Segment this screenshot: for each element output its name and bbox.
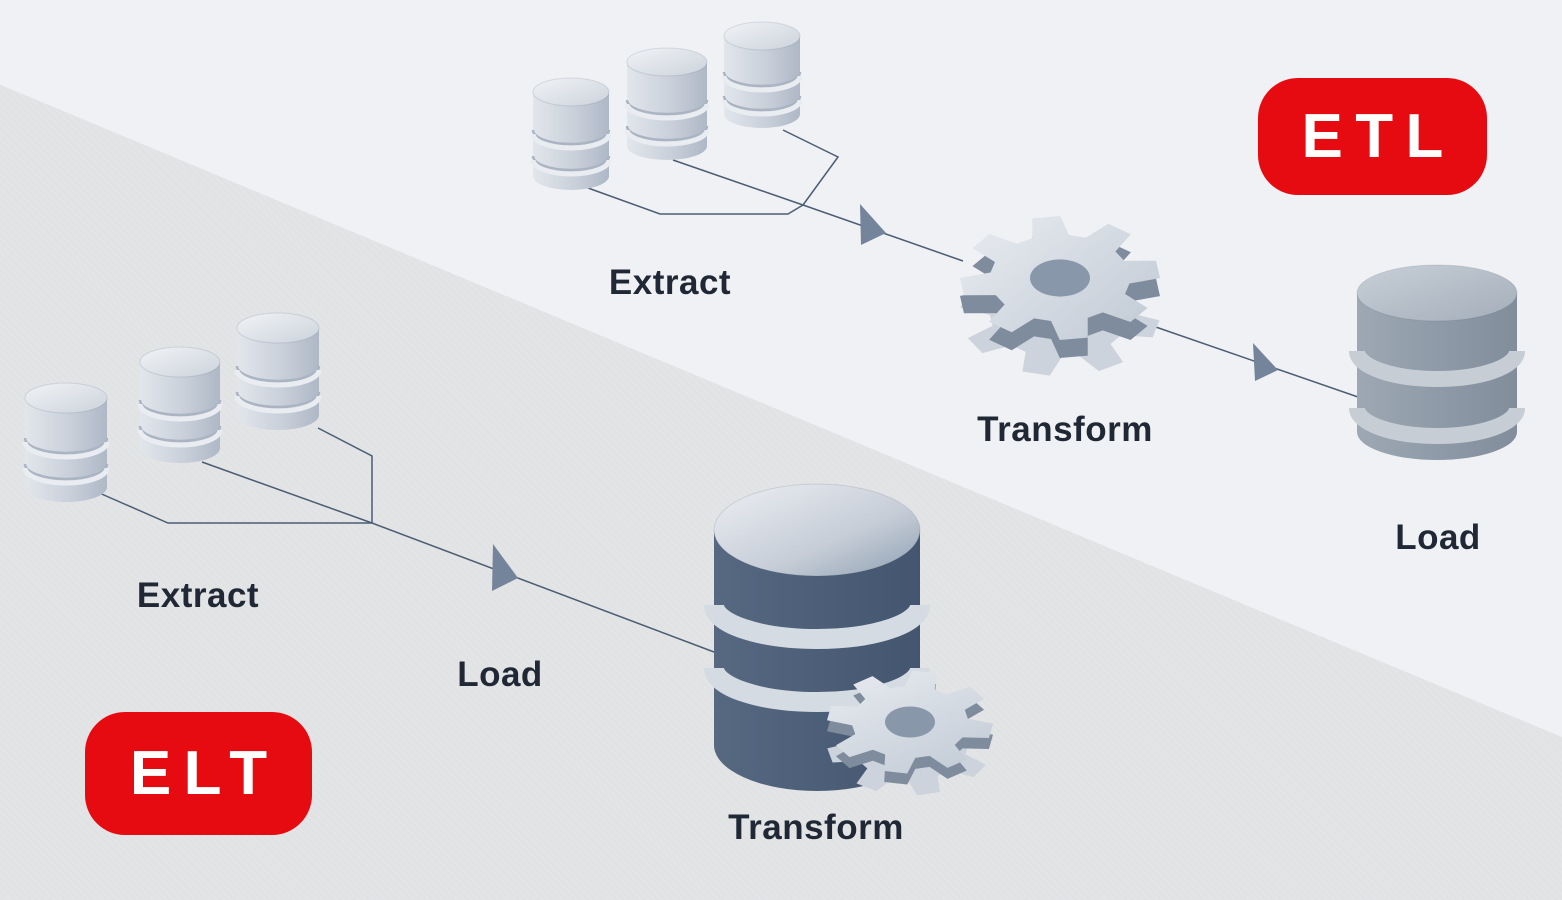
connector-line	[587, 187, 804, 215]
elt-badge: ELT	[85, 712, 312, 835]
etl-extract-label: Extract	[608, 263, 732, 302]
gear-icon	[827, 670, 993, 796]
etl-flow-lines	[587, 129, 1359, 398]
database-icon	[1349, 264, 1525, 460]
etl-transform-label: Transform	[977, 410, 1153, 449]
elt-load-label: Load	[457, 655, 543, 694]
connector-line	[371, 522, 715, 653]
gear-icon	[960, 216, 1160, 376]
database-icon	[721, 21, 803, 128]
elt-transform-label: Transform	[728, 808, 904, 847]
connector-line	[96, 491, 372, 524]
database-icon	[530, 77, 612, 190]
arrowhead-icon	[492, 544, 518, 591]
etl-load-label: Load	[1395, 518, 1481, 557]
arrowhead-icon	[1253, 343, 1278, 381]
database-icon	[624, 47, 710, 160]
etl-badge: ETL	[1258, 78, 1487, 195]
arrowhead-icon	[860, 204, 886, 245]
database-icon	[137, 346, 223, 463]
connector-line	[201, 461, 373, 524]
database-icon	[22, 382, 110, 502]
connector-line	[672, 159, 804, 206]
connector-line	[782, 129, 840, 206]
connector-line	[317, 427, 373, 523]
database-icon	[234, 312, 322, 430]
elt-extract-label: Extract	[136, 576, 260, 615]
elt-flow-lines	[96, 427, 715, 653]
